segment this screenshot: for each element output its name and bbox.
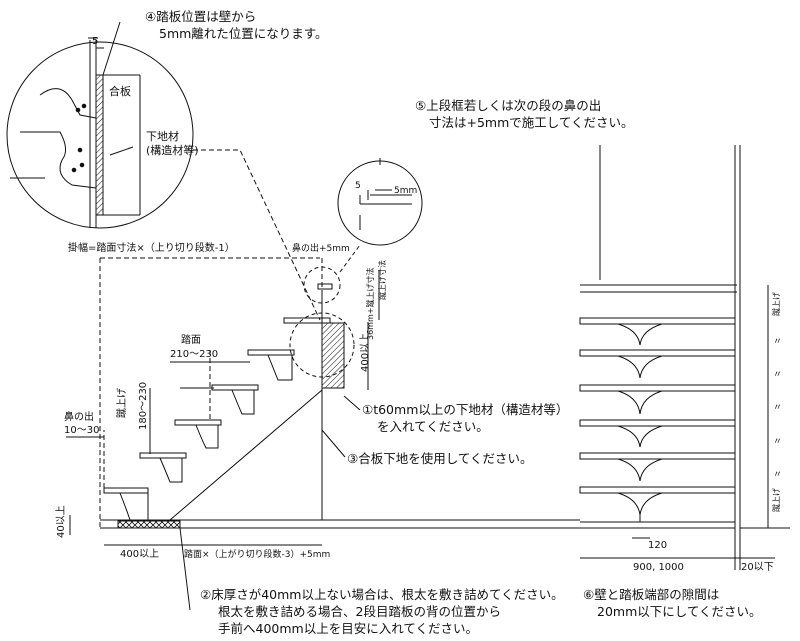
bottom-400-label: 400以上 — [120, 549, 160, 560]
rise-plus-label: 36mm+蹴上げ寸法 — [366, 267, 375, 340]
riser-label: 蹴上げ — [117, 388, 128, 418]
detail-dim-5: 5 — [92, 36, 99, 47]
note-3-text: ③合板下地を使用してください。 — [347, 451, 533, 466]
note-5-line-2: 寸法は+5mmで施工してください。 — [429, 115, 634, 130]
nose-label: 鼻の出 — [64, 412, 94, 423]
kerage-top-label: 蹴上げ — [772, 292, 781, 316]
riser-range-label: 180～230 — [138, 381, 149, 430]
note-2: ②床厚さが40mm以上ない場合は、根太を敷き詰めてください。 根太を敷き詰める場… — [200, 586, 564, 637]
note-3: ③合板下地を使用してください。 — [347, 450, 532, 467]
rise-dim-label: 蹴上げ寸法 — [378, 260, 387, 300]
ditto-mark-1: 〃 — [773, 337, 783, 347]
note-5: ⑤上段框若しくは次の段の鼻の出 寸法は+5mmで施工してください。 — [415, 97, 634, 131]
note-1: ①t60mm以上の下地材（構造材等） を入れてください。 — [362, 401, 568, 435]
right-elevation — [579, 145, 790, 570]
ditto-mark-3: 〃 — [773, 403, 783, 413]
note-2-line-2: 根太を敷き詰める場合、2段目踏板の背の位置から — [218, 604, 501, 619]
tread-range-label: 210～230 — [170, 349, 219, 360]
note-1-line-1: ①t60mm以上の下地材（構造材等） — [362, 402, 569, 417]
detail-circle-wall — [6, 21, 194, 229]
note-5-line-1: ⑤上段框若しくは次の段の鼻の出 — [415, 98, 602, 113]
riser-width-label: 掛幅=踏面寸法×（上り切り段数-1） — [68, 243, 235, 254]
note-4-line-1: ④踏板位置は壁から — [145, 9, 257, 24]
nose-detail-circle — [337, 158, 423, 246]
nose-dim-5mm: 5mm — [394, 186, 418, 196]
dim-120-label: 120 — [648, 540, 668, 551]
ditto-mark-5: 〃 — [773, 470, 783, 480]
ditto-mark-4: 〃 — [773, 437, 783, 447]
note-4-line-2: 5mm離れた位置になります。 — [159, 26, 328, 41]
note-2-line-1: ②床厚さが40mm以上ない場合は、根太を敷き詰めてください。 — [200, 587, 564, 602]
substrate-label-line-1: 下地材 — [146, 130, 179, 143]
substrate-label: 下地材 (構造材等) — [146, 130, 199, 158]
plywood-label: 合板 — [109, 85, 131, 98]
dim-900-1000-label: 900, 1000 — [633, 562, 684, 573]
nose-range-label: 10～30 — [64, 425, 100, 436]
note-6-line-2: 20mm以下にしてください。 — [597, 604, 762, 619]
dim-20below-label: 20以下 — [741, 562, 774, 573]
span-formula-label: 踏面×（上がり切り段数-3）+5mm — [184, 550, 331, 560]
note-1-line-2: を入れてください。 — [377, 419, 489, 434]
stair-assembly — [99, 257, 580, 529]
nose-dim-5: 5 — [355, 181, 361, 191]
tread-label: 踏面 — [181, 335, 201, 346]
nose-plus5-label: 鼻の出+5mm — [292, 244, 350, 254]
note-6: ⑥壁と踏板端部の隙間は 20mm以下にしてください。 — [583, 586, 762, 620]
vertical-400-label: 400以上 — [360, 332, 371, 372]
note-2-line-3: 手前へ400mm以上を目安に入れてください。 — [218, 621, 478, 636]
substrate-label-line-2: (構造材等) — [146, 144, 199, 157]
floor-40-label: 40以上 — [56, 505, 67, 538]
kerage-bottom-label: 蹴上げ — [772, 488, 781, 512]
note-4: ④踏板位置は壁から 5mm離れた位置になります。 — [145, 8, 328, 42]
note-6-line-1: ⑥壁と踏板端部の隙間は — [583, 587, 720, 602]
ditto-mark-2: 〃 — [773, 370, 783, 380]
